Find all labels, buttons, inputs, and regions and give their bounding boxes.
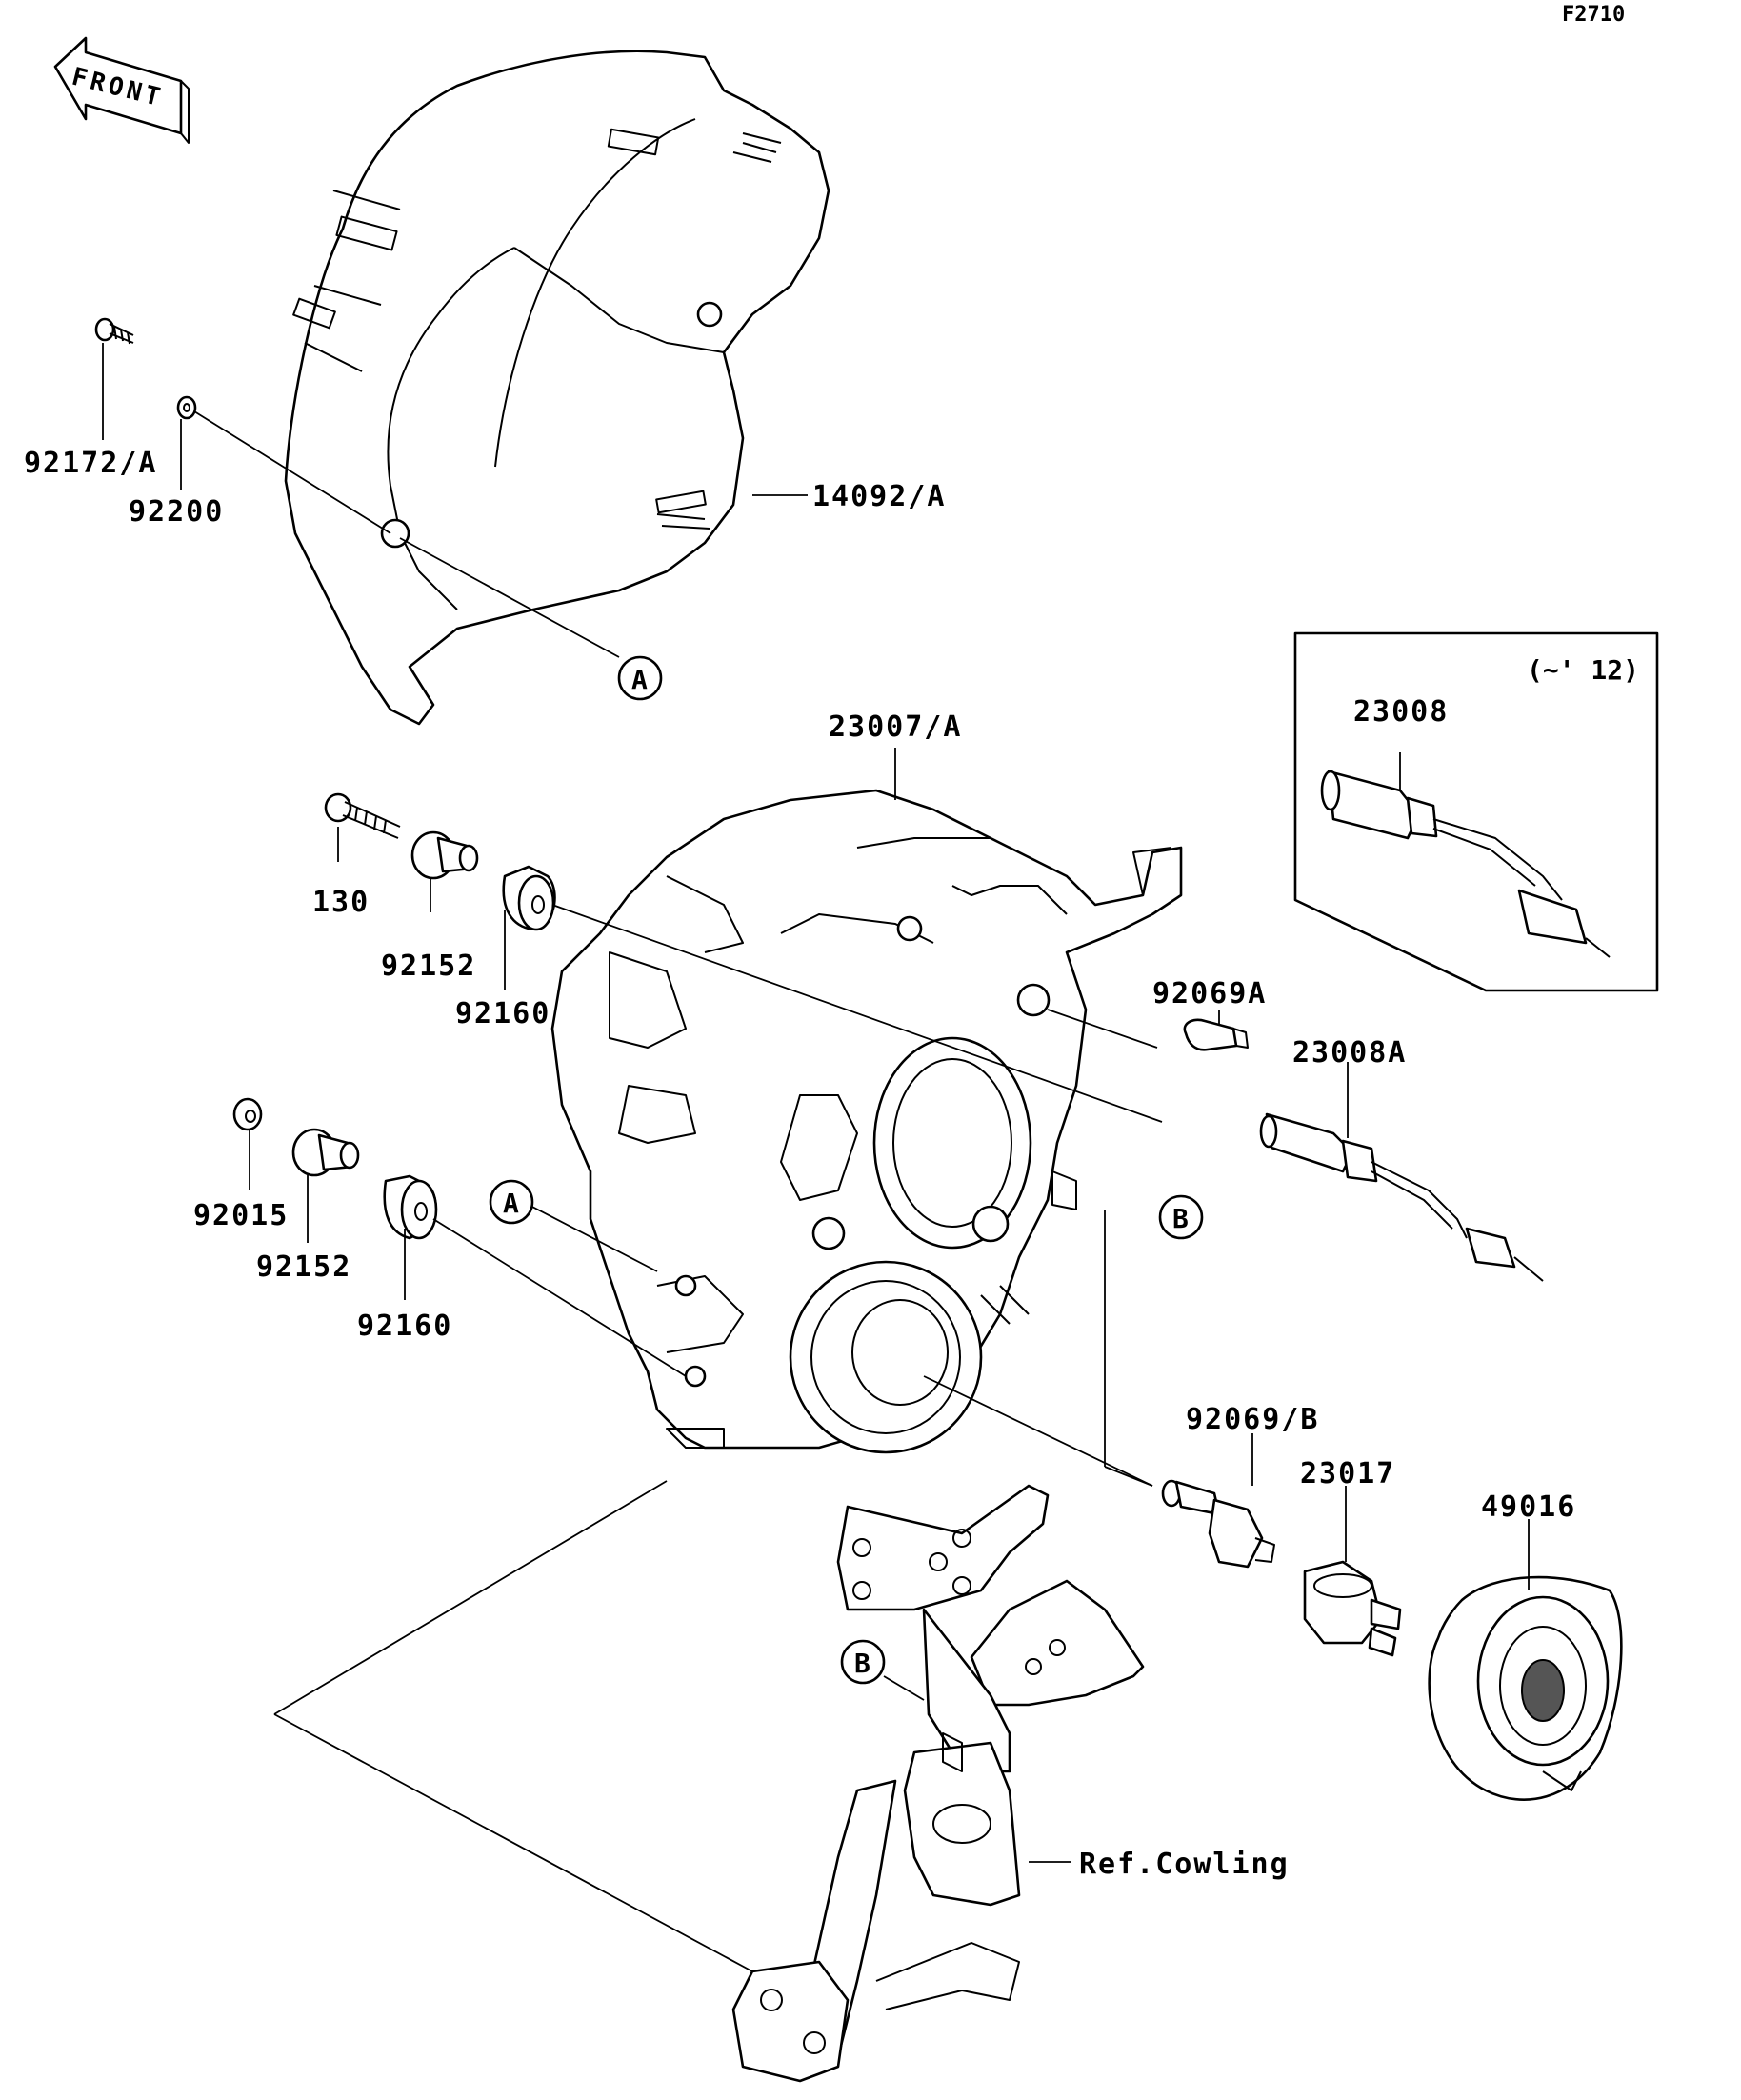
collar-92152-lower-drawing — [291, 1128, 360, 1177]
part-label-92152-lower: 92152 — [256, 1250, 351, 1284]
grommet-92160-lower-drawing — [383, 1174, 438, 1240]
collar-92152-upper-drawing — [410, 830, 479, 880]
callout-a-lower: A — [489, 1179, 534, 1225]
bulb-92069A-drawing — [1183, 1018, 1249, 1051]
part-label-23017: 23017 — [1300, 1457, 1395, 1490]
part-label-14092A: 14092/A — [812, 480, 946, 513]
bolt-92172-drawing — [94, 317, 134, 345]
inset-box: (~' 12) — [1293, 631, 1659, 992]
part-label-92200: 92200 — [129, 495, 224, 529]
callout-a-upper-label: A — [631, 664, 648, 695]
figure-code: F2710 — [1562, 3, 1625, 27]
leader-lines — [102, 343, 1530, 1972]
ref-cowling-label: Ref.Cowling — [1079, 1848, 1290, 1881]
part-label-23008A: 23008A — [1292, 1036, 1407, 1070]
cap-49016-drawing — [1428, 1575, 1623, 1801]
inset-range-label: (~' 12) — [1527, 654, 1639, 686]
front-arrow: FRONT — [53, 36, 190, 144]
callout-b-lower-label: B — [854, 1648, 870, 1679]
headlight-assembly-drawing — [550, 789, 1183, 1454]
headlight-cover-drawing — [284, 50, 830, 726]
socket-23008-drawing — [1320, 770, 1611, 958]
callout-b-upper-label: B — [1172, 1203, 1189, 1234]
socket-23008A-drawing — [1259, 1112, 1544, 1282]
part-label-92015: 92015 — [193, 1199, 289, 1232]
grommet-92160-upper-drawing — [502, 865, 556, 931]
part-label-92160-lower: 92160 — [357, 1310, 452, 1343]
bulb-92069B-drawing — [1161, 1479, 1275, 1569]
cowling-stay-drawing — [731, 1484, 1145, 2083]
callout-a-upper: A — [617, 655, 663, 701]
socket-23017-drawing — [1303, 1560, 1402, 1657]
washer-92200-drawing — [176, 395, 197, 420]
callout-b-lower: B — [840, 1639, 886, 1685]
part-label-23008: 23008 — [1353, 695, 1449, 729]
part-label-92152-upper: 92152 — [381, 950, 476, 983]
nut-92015-drawing — [232, 1097, 263, 1131]
part-label-92160-upper: 92160 — [455, 997, 550, 1030]
part-label-92172A: 92172/A — [24, 447, 157, 480]
part-label-130: 130 — [312, 886, 370, 919]
part-label-23007A: 23007/A — [829, 710, 962, 744]
callout-a-lower-label: A — [503, 1188, 519, 1219]
bolt-130-drawing — [324, 792, 401, 839]
part-label-92069A: 92069A — [1152, 977, 1267, 1010]
callout-b-upper: B — [1158, 1194, 1204, 1240]
part-label-49016: 49016 — [1481, 1490, 1576, 1524]
part-label-92069B: 92069/B — [1186, 1403, 1319, 1436]
